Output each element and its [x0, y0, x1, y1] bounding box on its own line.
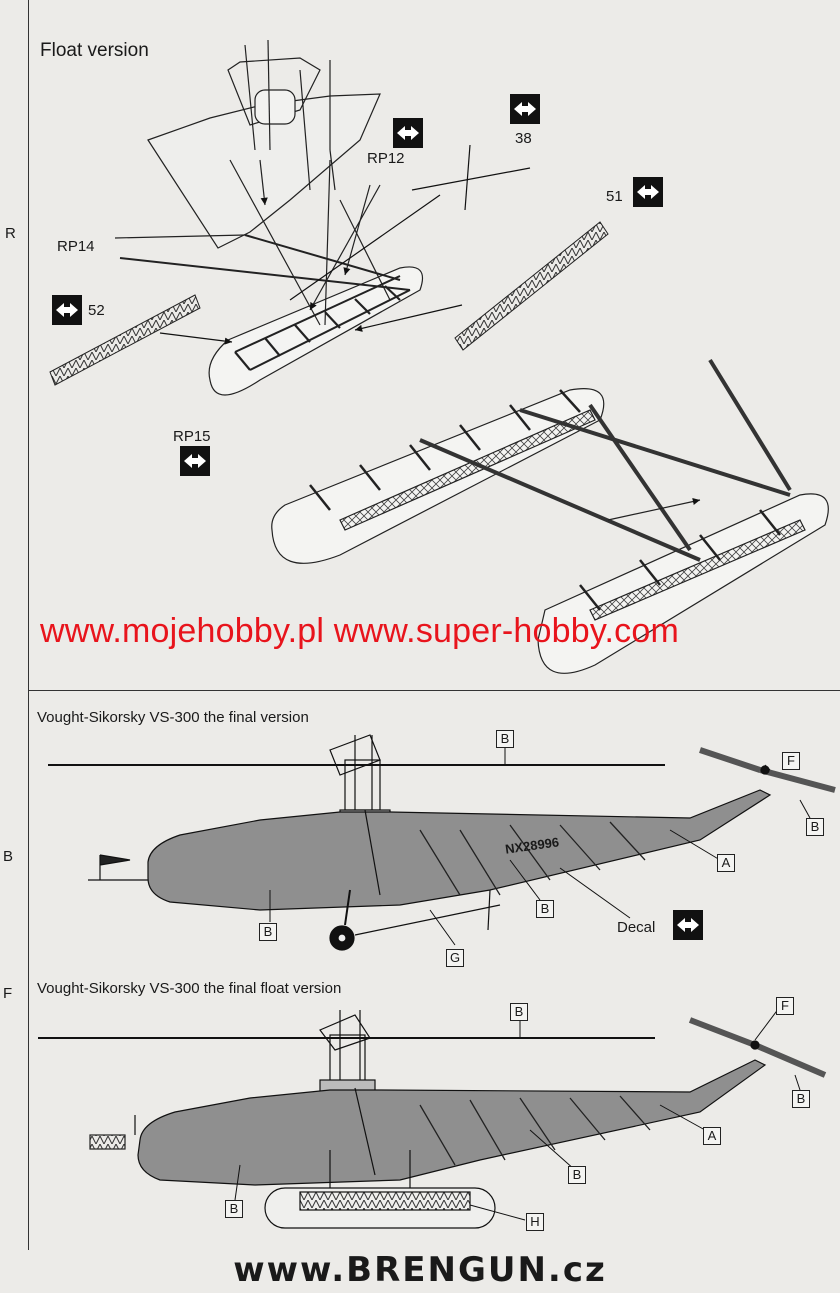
part-label-38: 38	[515, 130, 532, 147]
part-label-rp15: RP15	[173, 428, 211, 445]
part-callout-b: B	[259, 923, 277, 941]
profiles-panel	[28, 690, 840, 1250]
edge-letter-b: B	[3, 848, 14, 865]
profile-final-title: Vought-Sikorsky VS-300 the final version	[37, 709, 309, 726]
part-callout-f: F	[782, 752, 800, 770]
flip-arrows-icon	[673, 910, 703, 940]
part-callout-b: B	[568, 1166, 586, 1184]
part-callout-b: B	[792, 1090, 810, 1108]
part-label-rp12: RP12	[367, 150, 405, 167]
float-zigzag-strip-51	[454, 221, 609, 351]
flip-arrows-icon	[633, 177, 663, 207]
edge-letter-f: F	[3, 985, 13, 1002]
profile-float-leaders	[234, 999, 801, 1221]
profile-final-version	[48, 734, 836, 951]
flip-arrows-icon	[52, 295, 82, 325]
shop-watermark: www.mojehobby.pl www.super-hobby.com	[40, 612, 679, 650]
profile-final-float-version	[38, 1010, 827, 1229]
part-label-rp14: RP14	[57, 238, 95, 255]
profile-final-leaders	[269, 746, 811, 946]
float-zigzag-strip-52	[49, 294, 201, 386]
float-assembly-lower	[271, 358, 829, 674]
part-callout-f: F	[776, 997, 794, 1015]
part-callout-b: B	[806, 818, 824, 836]
part-callout-a: A	[703, 1127, 721, 1145]
part-callout-b: B	[225, 1200, 243, 1218]
part-callout-b: B	[510, 1003, 528, 1021]
float-assembly-upper	[114, 159, 424, 396]
flip-arrows-icon	[180, 446, 210, 476]
float-version-panel	[28, 0, 840, 691]
edge-letter-r: R	[5, 225, 16, 242]
leader-lines	[159, 144, 531, 345]
part-callout-b: B	[536, 900, 554, 918]
part-callout-h: H	[526, 1213, 544, 1231]
part-callout-b: B	[496, 730, 514, 748]
part-label-51: 51	[606, 188, 623, 205]
flip-arrows-icon	[393, 118, 423, 148]
part-callout-g: G	[446, 949, 464, 967]
part-label-52: 52	[88, 302, 105, 319]
decal-label: Decal	[617, 919, 656, 936]
profile-float-title: Vought-Sikorsky VS-300 the final float v…	[37, 980, 342, 997]
float-version-heading: Float version	[40, 40, 149, 61]
fuselage-frame-sketch	[147, 39, 381, 249]
brengun-footer-url: www.BRENGUN.cz	[233, 1250, 607, 1290]
flip-arrows-icon	[510, 94, 540, 124]
part-callout-a: A	[717, 854, 735, 872]
